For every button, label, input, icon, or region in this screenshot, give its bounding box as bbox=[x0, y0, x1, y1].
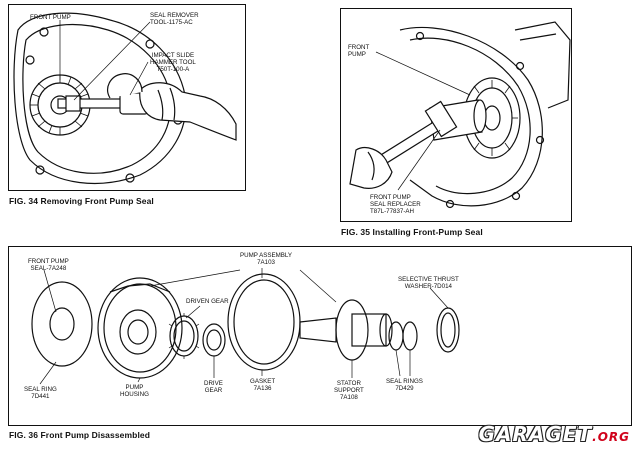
fig35-front-pump-line1: FRONT bbox=[348, 44, 370, 51]
fig35-front-pump-line2: PUMP bbox=[348, 51, 366, 58]
fig36-thrust-washer-line1: SELECTIVE THRUST bbox=[398, 276, 459, 283]
fig36-panel bbox=[8, 246, 632, 426]
watermark-main: GARAGET bbox=[478, 422, 593, 446]
fig36-gasket-line1: GASKET bbox=[250, 378, 276, 385]
fig34-slide-hammer-line2: HAMMER TOOL bbox=[150, 59, 196, 66]
fig36-pump-assembly-line2: 7A103 bbox=[257, 259, 275, 266]
fig34-caption: FIG. 34 Removing Front Pump Seal bbox=[9, 196, 154, 206]
fig34-slide-hammer-label: IMPACT SLIDE HAMMER TOOL T50T-100-A bbox=[150, 52, 196, 73]
fig34-slide-hammer-line3: T50T-100-A bbox=[156, 66, 190, 73]
fig36-seal-rings-label: SEAL RINGS 7D429 bbox=[386, 378, 423, 392]
fig35-seal-replacer-line3: T87L-77837-AH bbox=[370, 208, 415, 215]
fig35-caption: FIG. 35 Installing Front-Pump Seal bbox=[341, 227, 483, 237]
fig36-pump-seal-label: FRONT PUMP SEAL-7A248 bbox=[28, 258, 69, 272]
site-watermark: GARAGET.ORG bbox=[479, 422, 630, 446]
fig36-pump-seal-line2: SEAL-7A248 bbox=[30, 265, 67, 272]
fig36-pump-seal-line1: FRONT PUMP bbox=[28, 258, 69, 265]
fig36-gasket-label: GASKET 7A136 bbox=[250, 378, 275, 392]
fig35-seal-replacer-label: FRONT PUMP SEAL REPLACER T87L-77837-AH bbox=[370, 194, 421, 215]
fig36-seal-rings-line2: 7D429 bbox=[395, 385, 414, 392]
fig36-stator-support-line1: STATOR bbox=[336, 380, 361, 387]
fig34-seal-remover-line2: TOOL-1175-AC bbox=[150, 19, 193, 26]
fig36-driven-gear-label: DRIVEN GEAR bbox=[186, 298, 229, 305]
watermark-ext: .ORG bbox=[592, 430, 630, 444]
fig36-pump-housing-line2: HOUSING bbox=[120, 391, 149, 398]
fig36-stator-support-line3: 7A108 bbox=[339, 394, 358, 401]
fig36-stator-support-label: STATOR SUPPORT 7A108 bbox=[334, 380, 364, 401]
fig34-slide-hammer-line1: IMPACT SLIDE bbox=[151, 52, 195, 59]
fig34-front-pump-label: FRONT PUMP bbox=[30, 14, 71, 21]
fig34-seal-remover-line1: SEAL REMOVER bbox=[150, 12, 199, 19]
fig34-seal-remover-label: SEAL REMOVER TOOL-1175-AC bbox=[150, 12, 199, 26]
fig36-seal-ring-line1: SEAL RING bbox=[24, 386, 57, 393]
fig36-seal-ring-label: SEAL RING 7D441 bbox=[24, 386, 57, 400]
fig36-pump-housing-line1: PUMP bbox=[125, 384, 144, 391]
fig36-stator-support-line2: SUPPORT bbox=[334, 387, 364, 394]
fig36-seal-ring-line2: 7D441 bbox=[31, 393, 50, 400]
fig36-drive-gear-line1: DRIVE bbox=[204, 380, 223, 387]
fig36-thrust-washer-label: SELECTIVE THRUST WASHER-7D014 bbox=[398, 276, 459, 290]
fig35-front-pump-label: FRONT PUMP bbox=[348, 44, 369, 58]
fig36-drive-gear-line2: GEAR bbox=[204, 387, 223, 394]
fig35-seal-replacer-line2: SEAL REPLACER bbox=[370, 201, 421, 208]
fig36-thrust-washer-line2: WASHER-7D014 bbox=[404, 283, 452, 290]
fig36-drive-gear-label: DRIVE GEAR bbox=[204, 380, 223, 394]
fig35-seal-replacer-line1: FRONT PUMP bbox=[370, 194, 411, 201]
fig36-pump-housing-label: PUMP HOUSING bbox=[120, 384, 149, 398]
fig36-pump-assembly-label: PUMP ASSEMBLY 7A103 bbox=[240, 252, 292, 266]
fig36-caption: FIG. 36 Front Pump Disassembled bbox=[9, 430, 151, 440]
fig36-gasket-line2: 7A136 bbox=[253, 385, 272, 392]
fig36-pump-assembly-line1: PUMP ASSEMBLY bbox=[240, 252, 293, 259]
fig36-seal-rings-line1: SEAL RINGS bbox=[386, 378, 423, 385]
